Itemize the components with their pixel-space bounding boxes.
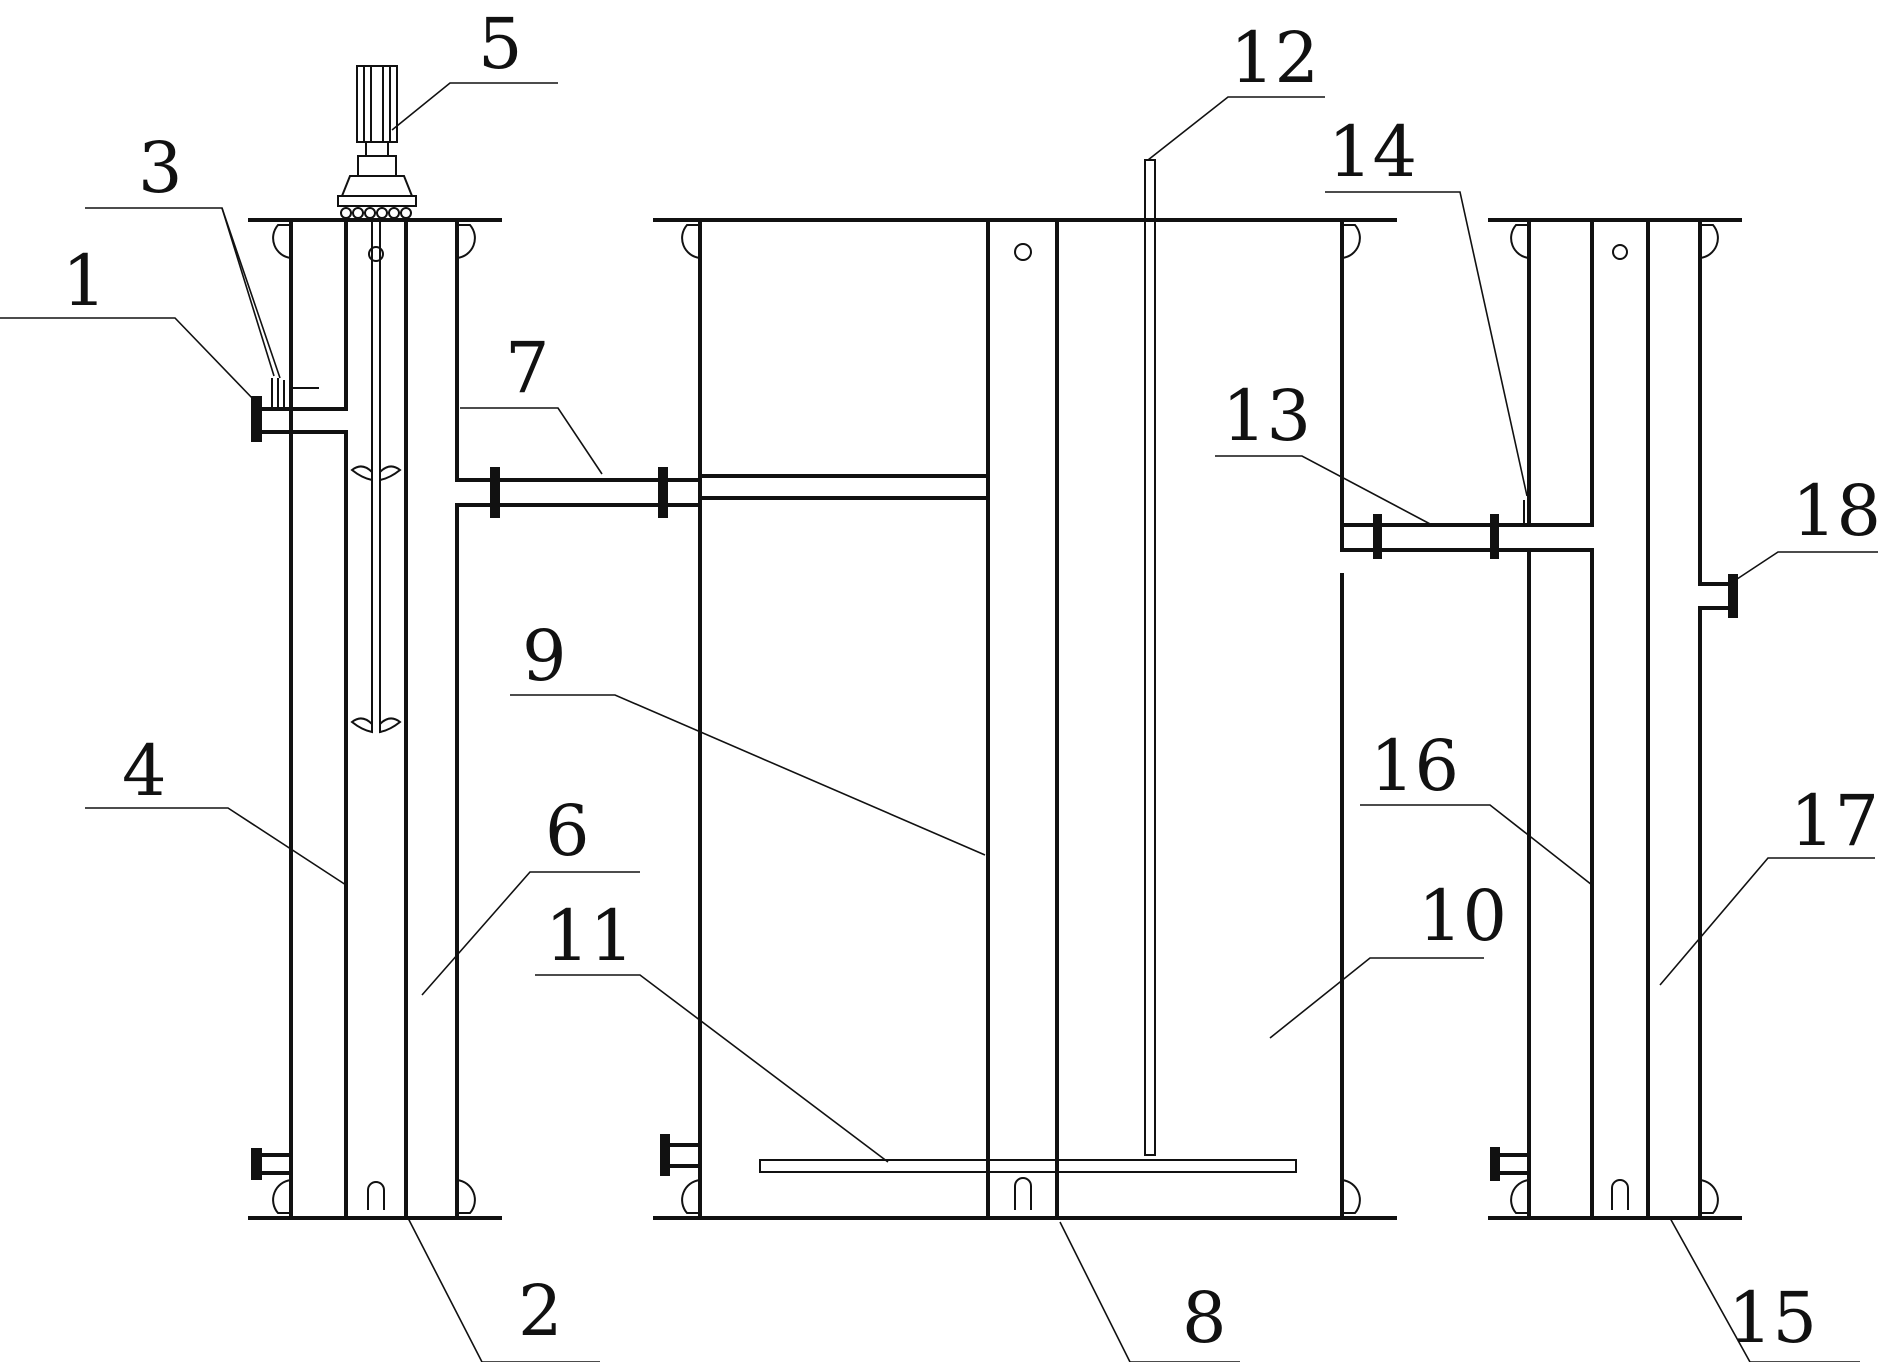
label-15: 15 xyxy=(1728,1277,1817,1359)
stirrer-motor-icon xyxy=(337,65,417,734)
leader-lines xyxy=(0,82,1878,1362)
label-6: 6 xyxy=(545,790,590,872)
inlet-flange xyxy=(251,396,262,442)
label-1: 1 xyxy=(62,240,107,322)
outlet-tank xyxy=(1488,218,1742,1220)
label-12: 12 xyxy=(1230,17,1319,99)
label-14: 14 xyxy=(1328,111,1417,193)
mixing-tank xyxy=(248,218,502,1220)
label-7: 7 xyxy=(505,327,550,409)
drain-flange-middle xyxy=(660,1134,670,1176)
drain-flange-left xyxy=(251,1148,262,1180)
drain-flange-right xyxy=(1490,1147,1500,1181)
settling-tank xyxy=(653,159,1397,1220)
label-13: 13 xyxy=(1222,375,1311,457)
label-3: 3 xyxy=(138,127,183,209)
vertical-tube xyxy=(1144,159,1156,1156)
label-5: 5 xyxy=(478,3,523,85)
horizontal-distributor xyxy=(759,1159,1297,1173)
connecting-pipe xyxy=(455,467,702,518)
label-10: 10 xyxy=(1418,875,1507,957)
outlet-flange xyxy=(1728,574,1738,618)
label-16: 16 xyxy=(1370,725,1459,807)
label-9: 9 xyxy=(522,615,567,697)
label-8: 8 xyxy=(1182,1277,1227,1359)
label-2: 2 xyxy=(518,1270,563,1352)
label-17: 17 xyxy=(1790,780,1879,862)
label-18: 18 xyxy=(1792,470,1881,552)
connecting-pipe-right xyxy=(1340,514,1594,559)
part-labels: 1 2 3 4 5 6 7 8 9 10 11 12 13 14 15 16 1… xyxy=(62,3,1881,1359)
label-4: 4 xyxy=(122,730,167,812)
label-11: 11 xyxy=(545,895,634,977)
